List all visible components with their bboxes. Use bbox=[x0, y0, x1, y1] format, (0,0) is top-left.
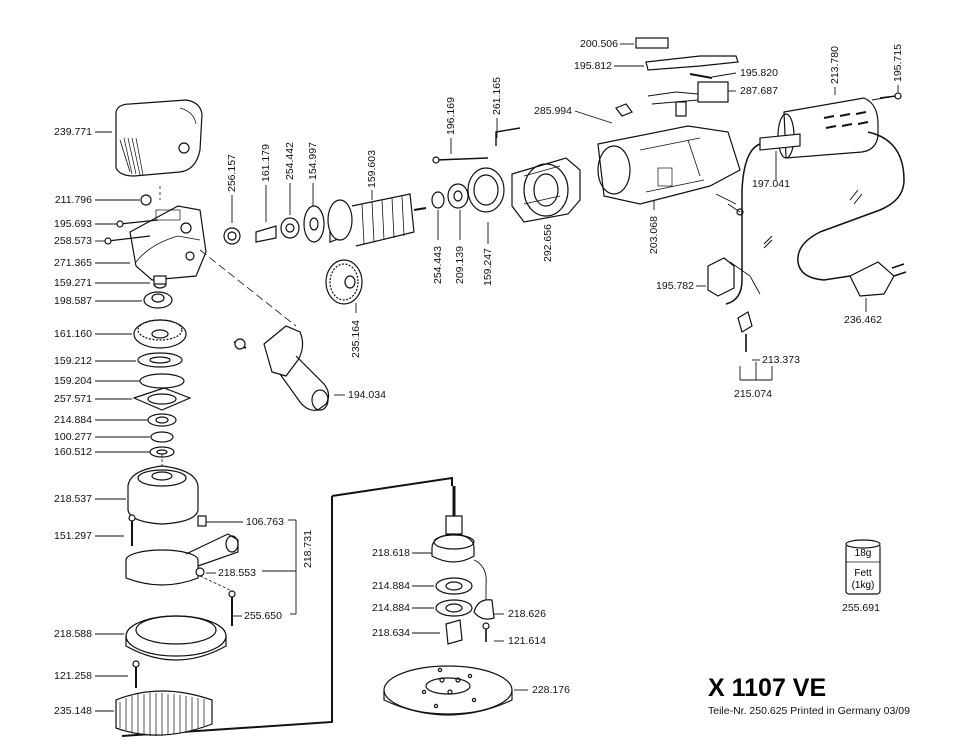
part-label: 254.442 bbox=[284, 142, 296, 180]
part-label: 106.763 bbox=[246, 516, 284, 528]
part-label: 258.573 bbox=[54, 235, 92, 247]
part-label: 195.693 bbox=[54, 218, 92, 230]
protective-ring-218588 bbox=[125, 615, 227, 661]
part-label: 213.373 bbox=[762, 354, 800, 366]
cable-clamp bbox=[737, 311, 753, 352]
model-subtitle: Teile-Nr. 250.625 Printed in Germany 03/… bbox=[708, 705, 910, 717]
end-cap-213780 bbox=[777, 92, 902, 159]
part-label: 151.297 bbox=[54, 530, 92, 542]
part-label: 287.687 bbox=[740, 85, 778, 97]
grease-jar bbox=[845, 539, 881, 595]
bearing-area bbox=[431, 127, 521, 213]
armature-area bbox=[223, 193, 427, 305]
part-label: 203.068 bbox=[648, 216, 660, 254]
switch-parts bbox=[615, 37, 739, 117]
brush-ring-235148 bbox=[115, 690, 213, 736]
part-label: 214.884 bbox=[54, 414, 92, 426]
part-label: 121.258 bbox=[54, 670, 92, 682]
part-label: 218.731 bbox=[302, 530, 314, 568]
part-label: 159.271 bbox=[54, 277, 92, 289]
part-label: 159.603 bbox=[366, 150, 378, 188]
bearing-housing-218537 bbox=[127, 454, 199, 525]
extraction-collar-218553 bbox=[125, 515, 239, 586]
part-label: 209.139 bbox=[454, 246, 466, 284]
jar-line2: (1kg) bbox=[852, 580, 875, 591]
part-label: 161.179 bbox=[260, 144, 272, 182]
jar-weight: 18g bbox=[855, 548, 872, 559]
part-label: 218.626 bbox=[508, 608, 546, 620]
part-label: 218.537 bbox=[54, 493, 92, 505]
part-label: 255.650 bbox=[244, 610, 282, 622]
left-stack bbox=[132, 275, 192, 458]
part-label: 195.715 bbox=[892, 44, 904, 82]
part-label: 218.618 bbox=[372, 547, 410, 559]
part-label: 292.656 bbox=[542, 224, 554, 262]
part-label: 214.884 bbox=[372, 580, 410, 592]
part-label: 197.041 bbox=[752, 178, 790, 190]
model-title: X 1107 VE bbox=[708, 674, 827, 702]
part-label: 159.212 bbox=[54, 355, 92, 367]
gear-cover-239771 bbox=[115, 99, 203, 177]
part-label: 196.169 bbox=[445, 97, 457, 135]
part-label: 271.365 bbox=[54, 257, 92, 269]
part-label: 239.771 bbox=[54, 126, 92, 138]
part-label: 211.796 bbox=[54, 194, 92, 206]
part-label: 214.884 bbox=[372, 602, 410, 614]
field-coil-292656 bbox=[511, 157, 581, 223]
part-label: 195.812 bbox=[574, 60, 612, 72]
gear-housing-271365 bbox=[129, 205, 207, 281]
part-label: 218.588 bbox=[54, 628, 92, 640]
part-label: 200.506 bbox=[580, 38, 618, 50]
screws-left bbox=[104, 194, 247, 350]
part-label: 213.780 bbox=[829, 46, 841, 84]
part-label: 154.997 bbox=[307, 142, 319, 180]
power-cable bbox=[725, 131, 907, 305]
part-label: 235.164 bbox=[350, 320, 362, 358]
part-label: 218.553 bbox=[218, 567, 256, 579]
part-label: 285.994 bbox=[534, 105, 572, 117]
part-label: 160.512 bbox=[54, 446, 92, 458]
part-label: 159.247 bbox=[482, 248, 494, 286]
side-handle-194034 bbox=[263, 325, 330, 411]
part-label: 194.034 bbox=[348, 389, 386, 401]
part-label: 261.165 bbox=[491, 77, 503, 115]
part-label: 121.614 bbox=[508, 635, 546, 647]
part-label: 218.634 bbox=[372, 627, 410, 639]
part-label: 236.462 bbox=[844, 314, 882, 326]
pad-assembly bbox=[383, 486, 513, 716]
part-label: 256.157 bbox=[226, 154, 238, 192]
part-label: 228.176 bbox=[532, 684, 570, 696]
part-label: 255.691 bbox=[842, 602, 880, 614]
part-label: 215.074 bbox=[734, 388, 772, 400]
part-label: 257.571 bbox=[54, 393, 92, 405]
pad-detail-frame bbox=[331, 476, 453, 497]
part-label: 100.277 bbox=[54, 431, 92, 443]
part-label: 161.160 bbox=[54, 328, 92, 340]
part-label: 159.204 bbox=[54, 375, 92, 387]
part-label: 195.782 bbox=[656, 280, 694, 292]
part-label: 235.148 bbox=[54, 705, 92, 717]
capacitor-195782 bbox=[707, 257, 761, 297]
part-label: 254.443 bbox=[432, 246, 444, 284]
part-label: 198.587 bbox=[54, 295, 92, 307]
part-label: 195.820 bbox=[740, 67, 778, 79]
motor-housing-203068 bbox=[597, 125, 744, 216]
jar-line1: Fett bbox=[854, 568, 871, 579]
